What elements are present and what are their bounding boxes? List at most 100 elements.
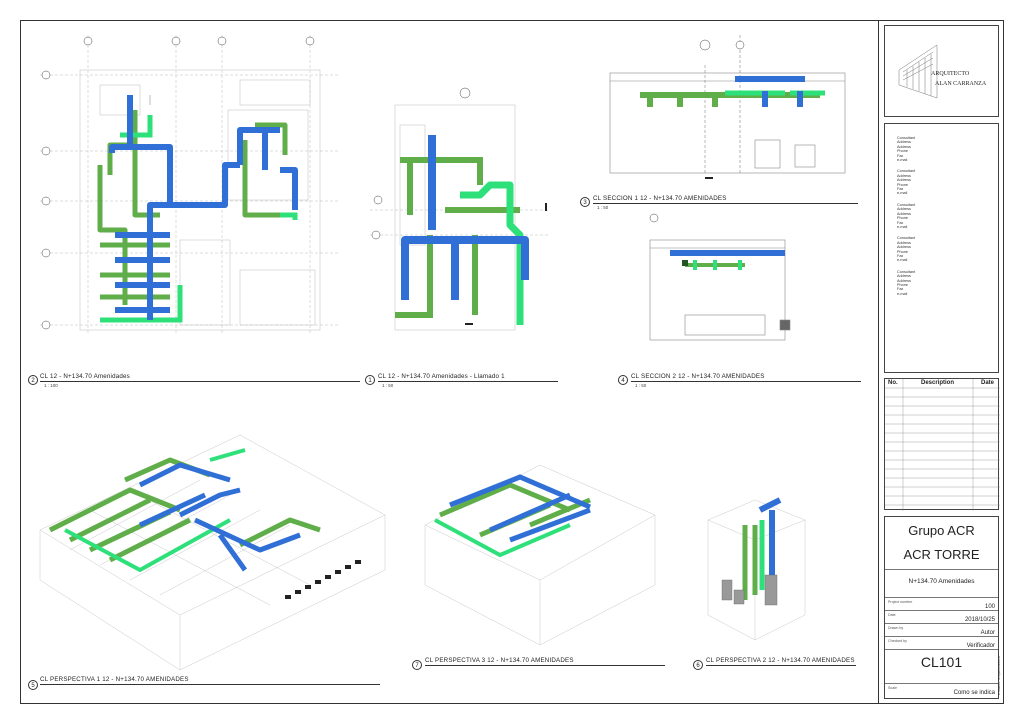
date-row: Date 2018/10/25	[885, 610, 998, 624]
view-title-underline	[706, 665, 856, 666]
project-number-value: 100	[984, 604, 995, 610]
rev-col-date: Date	[981, 380, 995, 386]
perspective-view-6	[707, 497, 806, 641]
rev-col-no: No.	[888, 380, 898, 386]
consultant-line: Address	[897, 144, 911, 149]
consultant-line: Address	[897, 211, 911, 216]
consultant-line: Address	[897, 173, 911, 178]
date-value: 2018/10/25	[964, 617, 995, 623]
consultant-line: Address	[897, 278, 911, 283]
view-number-bubble: 7	[412, 660, 422, 670]
consultant-line: e-mail	[897, 224, 908, 229]
view-number-bubble: 5	[28, 680, 38, 690]
consultant-line: Consultant	[897, 269, 916, 274]
view-scale: 1 : 50	[597, 205, 609, 210]
view-number-bubble: 1	[365, 375, 375, 385]
view-title-underline	[593, 203, 858, 204]
project-number-row: Project number 100	[885, 597, 998, 611]
section-view-3	[609, 35, 846, 179]
consultant-line: Consultant	[897, 236, 916, 241]
file-path-text: C:\Users\...\Proyecto ACR.rvt	[997, 656, 1001, 695]
perspective-view-7	[424, 464, 656, 646]
scale-row: Scale Como se indica	[885, 683, 998, 697]
view-scale: 1 : 100	[44, 383, 58, 388]
view-title-underline	[378, 381, 558, 382]
consultant-line: Address	[897, 178, 911, 183]
consultant-line: Phone	[897, 249, 908, 254]
view-title: CL PERSPECTIVA 1 12 - N+134.70 AMENIDADE…	[40, 676, 189, 683]
consultant-line: e-mail	[897, 191, 908, 196]
view-title-underline	[425, 665, 665, 666]
rev-col-description: Description	[921, 380, 955, 386]
drawn-by-value: Autor	[980, 630, 995, 636]
view-scale: 1 : 50	[635, 383, 647, 388]
view-title: CL SECCION 2 12 - N+134.70 AMENIDADES	[631, 373, 765, 380]
consultant-line: Fax	[897, 187, 904, 192]
project-info-box: Grupo ACR ACR TORRE N+134.70 Amenidades …	[884, 516, 999, 699]
consultant-line: Consultant	[897, 136, 916, 140]
revisions-grid	[885, 379, 1000, 511]
scale-value: Como se indica	[953, 690, 995, 696]
consultant-line: Address	[897, 240, 911, 245]
view-title: CL SECCION 1 12 - N+134.70 AMENIDADES	[593, 195, 727, 202]
consultant-line: Fax	[897, 287, 904, 292]
sheet-number: CL101	[920, 654, 963, 670]
logo-building-icon	[898, 44, 938, 99]
revisions-table: No. Description Date	[884, 378, 1000, 511]
scale-label: Scale	[888, 686, 897, 690]
view-number-bubble: 2	[28, 375, 38, 385]
consultant-line: Address	[897, 207, 911, 212]
consultant-line: Phone	[897, 149, 908, 154]
consultant-line: e-mail	[897, 158, 908, 163]
consultant-line: Fax	[897, 153, 904, 158]
logo-text-line1: Arquitecto	[931, 71, 970, 77]
view-number-bubble: 6	[693, 660, 703, 670]
logo-box: Arquitecto Alan Carranza	[884, 25, 999, 117]
plan-view-2	[40, 35, 340, 335]
view-title-underline	[40, 684, 380, 685]
drawn-by-label: Drawn by	[888, 626, 904, 630]
consultant-line: Phone	[897, 182, 908, 187]
title-block: Arquitecto Alan Carranza ConsultantAddre…	[878, 20, 1004, 704]
consultant-line: Phone	[897, 216, 908, 221]
plan-view-1-callout	[370, 87, 550, 331]
logo-text-line2: Alan Carranza	[935, 81, 987, 87]
consultant-line: Fax	[897, 220, 904, 225]
drawing-sheet-border	[20, 20, 1004, 704]
drawn-by-row: Drawn by Autor	[885, 623, 998, 637]
view-title-underline	[631, 381, 861, 382]
date-label: Date	[888, 613, 896, 617]
project-name: ACR TORRE	[903, 547, 980, 562]
consultant-line: e-mail	[897, 258, 908, 263]
consultant-line: Fax	[897, 253, 904, 258]
consultant-line: Address	[897, 140, 911, 145]
project-number-label: Project number	[888, 600, 913, 604]
checked-by-value: Verificador	[966, 643, 995, 649]
consultant-line: Address	[897, 245, 911, 250]
view-title: CL PERSPECTIVA 3 12 - N+134.70 AMENIDADE…	[425, 657, 574, 664]
consultant-line: Consultant	[897, 202, 916, 207]
consultant-line: e-mail	[897, 291, 908, 296]
checked-by-row: Checked by Verificador	[885, 636, 998, 650]
consultant-line: Address	[897, 274, 911, 279]
checked-by-label: Checked by	[888, 639, 907, 643]
consultant-line: Consultant	[897, 169, 916, 174]
view-title: CL 12 - N+134.70 Amenidades	[40, 373, 130, 380]
view-scale: 1 : 50	[382, 383, 394, 388]
view-title: CL 12 - N+134.70 Amenidades - Llamado 1	[378, 373, 505, 380]
perspective-view-5	[39, 434, 386, 671]
plan-outline	[79, 69, 321, 331]
consultant-line: Phone	[897, 282, 908, 287]
view-number-bubble: 4	[618, 375, 628, 385]
view-title: CL PERSPECTIVA 2 12 - N+134.70 AMENIDADE…	[706, 657, 855, 664]
section-view-4	[649, 213, 791, 341]
client-name: Grupo ACR	[908, 523, 975, 538]
view-title-underline	[40, 381, 360, 382]
view-number-bubble: 3	[580, 197, 590, 207]
level-name: N+134.70 Amenidades	[908, 578, 975, 585]
